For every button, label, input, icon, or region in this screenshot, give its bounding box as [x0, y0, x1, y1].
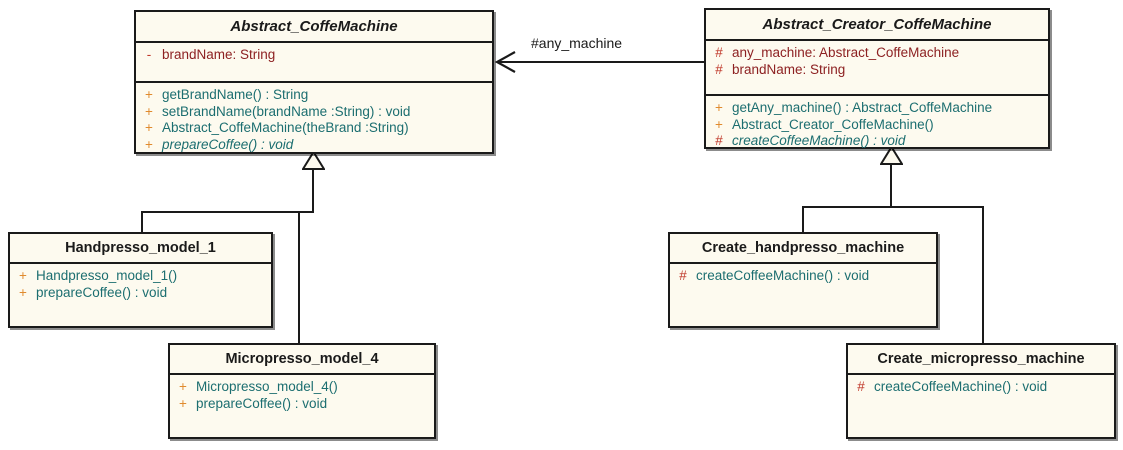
- attribute-text: brandName: String: [732, 61, 846, 77]
- generalization-drop-handpresso: [141, 211, 143, 233]
- method-row: + prepareCoffee() : void: [170, 396, 434, 413]
- attributes-compartment: # any_machine: Abstract_CoffeMachine # b…: [706, 41, 1048, 96]
- class-abstract-creator-coffemachine[interactable]: Abstract_Creator_CoffeMachine # any_mach…: [704, 8, 1050, 149]
- visibility-marker: +: [145, 87, 153, 102]
- method-text: createCoffeeMachine() : void: [696, 268, 870, 283]
- method-row: + getAny_machine() : Abstract_CoffeMachi…: [706, 100, 1048, 117]
- association-open-arrow-icon: [494, 50, 518, 74]
- visibility-marker: +: [19, 284, 27, 300]
- method-text: Micropresso_model_4(): [196, 379, 338, 394]
- class-title: Abstract_Creator_CoffeMachine: [706, 10, 1048, 41]
- generalization-stem-right: [890, 163, 892, 208]
- class-create-micropresso-machine[interactable]: Create_micropresso_machine # createCoffe…: [846, 343, 1116, 439]
- attribute-row: # brandName: String: [706, 62, 1048, 79]
- generalization-drop-micropresso: [298, 211, 300, 343]
- method-text: prepareCoffee() : void: [162, 136, 294, 152]
- class-abstract-coffemachine[interactable]: Abstract_CoffeMachine - brandName: Strin…: [134, 10, 494, 154]
- method-text: setBrandName(brandName :String) : void: [162, 103, 411, 119]
- visibility-marker: +: [179, 379, 187, 394]
- class-handpresso-model-1[interactable]: Handpresso_model_1 + Handpresso_model_1(…: [8, 232, 273, 328]
- visibility-marker: #: [715, 61, 723, 77]
- visibility-marker: +: [145, 103, 153, 119]
- class-title: Create_handpresso_machine: [670, 234, 936, 264]
- method-text: createCoffeeMachine() : void: [874, 379, 1048, 394]
- generalization-triangle-right-icon: [880, 146, 903, 165]
- method-text: Handpresso_model_1(): [36, 268, 178, 283]
- method-row: # createCoffeeMachine() : void: [670, 268, 936, 285]
- class-create-handpresso-machine[interactable]: Create_handpresso_machine # createCoffee…: [668, 232, 938, 328]
- attributes-compartment: - brandName: String: [136, 43, 492, 83]
- method-text: getBrandName() : String: [162, 87, 309, 102]
- visibility-marker: #: [679, 268, 687, 283]
- visibility-marker: #: [715, 133, 723, 148]
- generalization-stem-left: [312, 168, 314, 213]
- visibility-marker: +: [715, 100, 723, 115]
- method-text: Abstract_CoffeMachine(theBrand :String): [162, 120, 409, 135]
- generalization-drop-create-handpresso: [802, 206, 804, 232]
- methods-compartment: # createCoffeeMachine() : void: [848, 375, 1114, 400]
- method-row: + getBrandName() : String: [136, 87, 492, 104]
- method-text: createCoffeeMachine() : void: [732, 133, 906, 148]
- method-row: + Abstract_Creator_CoffeMachine(): [706, 117, 1048, 134]
- association-line: [497, 61, 705, 63]
- visibility-marker: +: [19, 268, 27, 283]
- class-micropresso-model-4[interactable]: Micropresso_model_4 + Micropresso_model_…: [168, 343, 436, 439]
- generalization-crossbar-right: [802, 206, 984, 208]
- methods-compartment: + Handpresso_model_1() + prepareCoffee()…: [10, 264, 271, 305]
- attribute-row: - brandName: String: [136, 47, 492, 64]
- attribute-row: # any_machine: Abstract_CoffeMachine: [706, 45, 1048, 62]
- method-row: # createCoffeeMachine() : void: [848, 379, 1114, 396]
- visibility-marker: +: [145, 136, 153, 152]
- method-text: Abstract_Creator_CoffeMachine(): [732, 116, 934, 132]
- method-text: prepareCoffee() : void: [196, 395, 328, 411]
- visibility-marker: +: [179, 395, 187, 411]
- method-text: prepareCoffee() : void: [36, 284, 168, 300]
- method-row: + setBrandName(brandName :String) : void: [136, 104, 492, 121]
- visibility-marker: #: [715, 45, 723, 60]
- visibility-marker: +: [715, 116, 723, 132]
- generalization-crossbar-left: [141, 211, 314, 213]
- visibility-marker: +: [145, 120, 153, 135]
- association-label: #any_machine: [531, 35, 623, 51]
- method-row: + Micropresso_model_4(): [170, 379, 434, 396]
- class-title: Handpresso_model_1: [10, 234, 271, 264]
- attribute-text: brandName: String: [162, 47, 276, 62]
- class-title: Abstract_CoffeMachine: [136, 12, 492, 43]
- method-text: getAny_machine() : Abstract_CoffeMachine: [732, 100, 993, 115]
- method-row: + prepareCoffee() : void: [136, 137, 492, 154]
- visibility-marker: #: [857, 379, 865, 394]
- generalization-drop-create-micropresso: [982, 206, 984, 344]
- method-row: + prepareCoffee() : void: [10, 285, 271, 302]
- visibility-marker: -: [146, 47, 152, 62]
- methods-compartment: # createCoffeeMachine() : void: [670, 264, 936, 289]
- class-title: Micropresso_model_4: [170, 345, 434, 375]
- generalization-triangle-left-icon: [302, 151, 325, 170]
- method-row: + Handpresso_model_1(): [10, 268, 271, 285]
- methods-compartment: + Micropresso_model_4() + prepareCoffee(…: [170, 375, 434, 416]
- method-row: # createCoffeeMachine() : void: [706, 133, 1048, 150]
- method-row: + Abstract_CoffeMachine(theBrand :String…: [136, 120, 492, 137]
- attribute-text: any_machine: Abstract_CoffeMachine: [732, 45, 960, 60]
- methods-compartment: + getAny_machine() : Abstract_CoffeMachi…: [706, 96, 1048, 154]
- methods-compartment: + getBrandName() : String + setBrandName…: [136, 83, 492, 157]
- class-title: Create_micropresso_machine: [848, 345, 1114, 375]
